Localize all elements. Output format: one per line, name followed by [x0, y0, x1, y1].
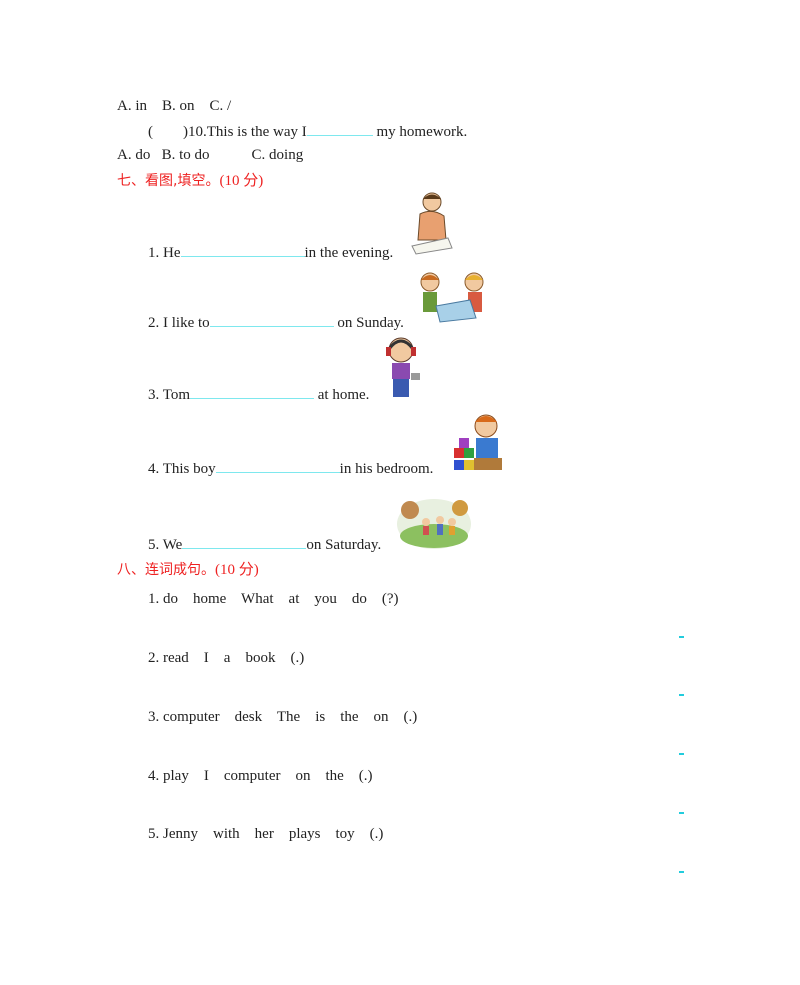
- question-10: ( )10.This is the way I my homework.: [148, 121, 467, 141]
- s7-item-2: 2. I like to on Sunday.: [148, 312, 404, 332]
- boy-with-headphones-picture: [386, 337, 420, 397]
- s8-item-5: 5. Jenny with her plays toy (.): [148, 826, 384, 842]
- kids-playing-chess-picture: [420, 272, 484, 323]
- s8-item-3: 3. computer desk The is the on (.): [148, 709, 418, 725]
- man-writing-picture: [411, 192, 453, 255]
- option-a: A. do: [117, 147, 151, 163]
- answer-blank[interactable]: [180, 242, 305, 257]
- option-c: C. doing: [251, 147, 304, 163]
- answer-blank[interactable]: [190, 384, 315, 399]
- answer-line-marker: [679, 812, 684, 814]
- s8-item-4: 4. play I computer on the (.): [148, 768, 373, 784]
- section-8-heading: 八、连词成句。(10 分): [117, 562, 259, 578]
- answer-paren: ( ): [148, 124, 188, 140]
- s8-item-1: 1. do home What at you do (?): [148, 591, 399, 607]
- s7-item-3: 3. Tom at home.: [148, 384, 369, 404]
- answer-blank[interactable]: [209, 312, 334, 327]
- answer-blank[interactable]: [182, 534, 307, 549]
- answer-line-marker: [679, 753, 684, 755]
- answer-line-marker: [679, 871, 684, 873]
- answer-blank[interactable]: [215, 458, 340, 473]
- boy-with-blocks-picture: [454, 414, 502, 470]
- q10-text: 10.This is the way I: [188, 124, 307, 140]
- family-in-park-picture: [397, 499, 471, 549]
- option-b: B. to do: [161, 147, 210, 163]
- answer-line-marker: [679, 636, 684, 638]
- q9-options: A. in B. on C. /: [117, 98, 232, 114]
- s8-item-2: 2. read I a book (.): [148, 650, 305, 666]
- answer-line-marker: [679, 694, 684, 696]
- answer-blank[interactable]: [306, 121, 373, 136]
- q10-options: A. do B. to do C. doing: [117, 146, 303, 164]
- section-7-heading: 七、看图,填空。(10 分): [117, 173, 264, 189]
- q10-text-end: my homework.: [372, 124, 468, 140]
